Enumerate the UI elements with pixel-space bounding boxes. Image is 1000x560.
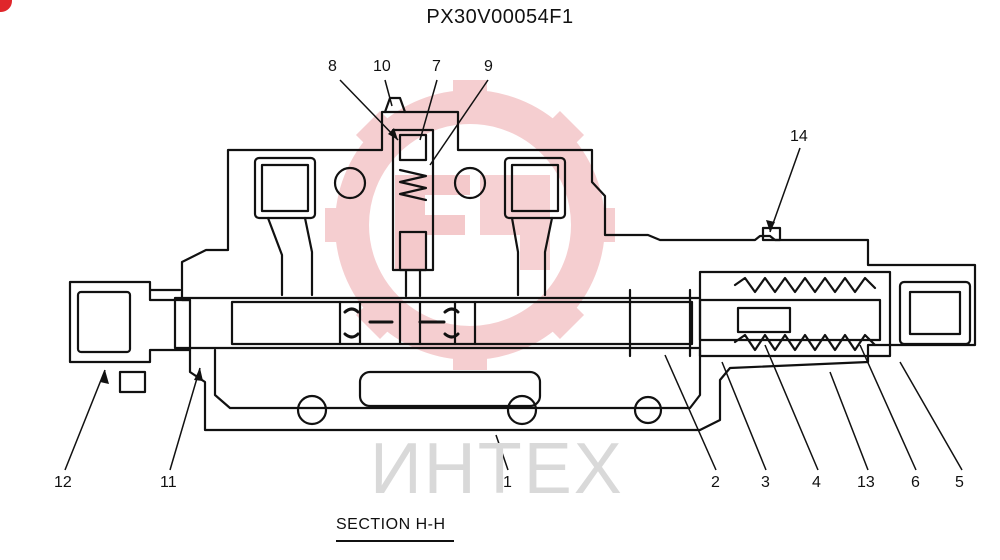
right-end-plug <box>908 290 962 336</box>
callout-9: 9 <box>484 58 493 75</box>
bolt-hole-bottom-left <box>296 394 328 426</box>
caption-underline <box>336 540 454 542</box>
callout-13: 13 <box>857 474 875 491</box>
port-left-inner <box>260 163 310 213</box>
valve-body-outline <box>180 110 977 432</box>
spring-cap-bolt <box>761 226 782 242</box>
leader-1 <box>495 434 509 471</box>
check-valve-poppet <box>398 133 428 162</box>
spring-guide <box>698 298 882 342</box>
check-valve-stem <box>398 230 428 298</box>
callout-11: 11 <box>160 474 177 491</box>
port-right-passage <box>510 216 554 297</box>
leader-9 <box>429 79 489 166</box>
leader-12 <box>64 369 106 471</box>
spring-lower <box>733 333 877 352</box>
leader-13 <box>829 371 869 471</box>
port-left-passage <box>266 216 314 297</box>
watermark-text: ИНТЕХ <box>370 429 624 509</box>
callout-14: 14 <box>790 128 808 145</box>
leader-5 <box>899 361 963 471</box>
spool-notches <box>343 307 460 339</box>
callout-12: 12 <box>54 474 72 491</box>
watermark-logo <box>325 80 615 370</box>
callout-3: 3 <box>761 474 770 491</box>
callout-2: 2 <box>711 474 720 491</box>
section-caption: SECTION H-H <box>336 516 446 533</box>
inner-cavity <box>213 348 702 410</box>
callout-4: 4 <box>812 474 821 491</box>
port-left <box>253 156 317 220</box>
leader-8 <box>339 79 399 141</box>
leader-4 <box>764 344 819 471</box>
arrowhead-11 <box>194 368 203 381</box>
bolt-hole-bottom-right <box>506 394 538 426</box>
callout-7: 7 <box>432 58 441 75</box>
spool <box>230 300 694 346</box>
port-right-inner <box>510 163 560 213</box>
leader-2 <box>664 354 717 471</box>
left-plug <box>76 290 132 354</box>
leader-6 <box>859 344 917 471</box>
leader-14 <box>769 147 801 233</box>
leader-10 <box>384 79 393 107</box>
arrowheads <box>100 128 775 384</box>
arrowhead-14 <box>766 220 775 232</box>
callout-8: 8 <box>328 58 337 75</box>
spring-outer <box>733 276 877 294</box>
drawing-title: PX30V00054F1 <box>426 6 574 28</box>
callout-1: 1 <box>503 474 512 491</box>
bolt-hole-far-right <box>633 395 663 425</box>
leader-7 <box>419 79 438 141</box>
lower-passage <box>358 370 542 408</box>
arrowhead-8 <box>388 128 398 140</box>
port-right <box>503 156 567 220</box>
left-end-cap <box>68 280 192 364</box>
leader-lines <box>64 79 963 471</box>
leader-11 <box>169 367 201 471</box>
spool-bore <box>173 296 702 350</box>
callout-5: 5 <box>955 474 964 491</box>
bolt-hole-top-right <box>453 166 487 200</box>
left-bolt <box>118 370 147 394</box>
check-valve-spring <box>398 168 428 202</box>
bolt-hole-top-left <box>333 166 367 200</box>
callout-6: 6 <box>911 474 920 491</box>
right-end-cap <box>898 280 972 346</box>
arrowhead-12 <box>100 370 109 384</box>
top-fitting <box>383 96 407 114</box>
leader-3 <box>721 361 767 471</box>
spring-retainer <box>736 306 792 334</box>
callout-10: 10 <box>373 58 391 75</box>
